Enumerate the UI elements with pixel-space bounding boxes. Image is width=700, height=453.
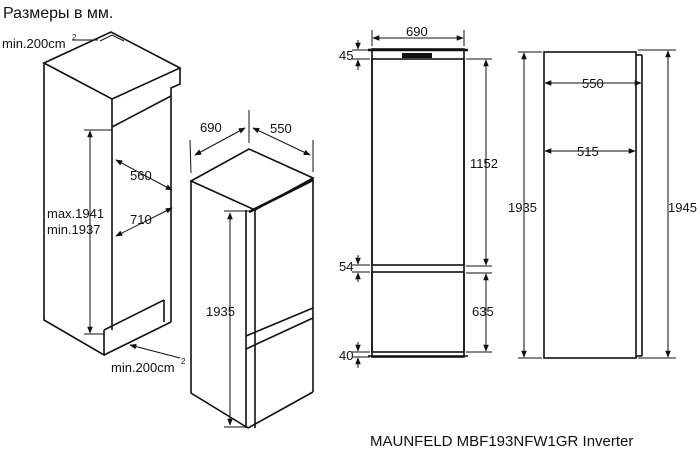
appliance-depth-label: 690 [200,120,222,135]
vent-bottom-sup: 2 [181,357,186,366]
vent-top-label: min.200cm [2,36,66,51]
appliance-width-label: 550 [270,121,292,136]
front-upper-label: 1152 [470,156,498,171]
side-view [543,51,643,359]
drawing-title: Размеры в мм. [3,5,113,22]
front-depth-label: 690 [406,24,428,39]
niche-height-max: max.1941 [47,206,104,221]
vent-bottom-label: min.200cm [111,360,175,375]
front-middle-gap-label: 54 [339,259,353,274]
niche-height-min: min.1937 [47,222,100,237]
appliance-iso [189,148,315,429]
appliance-depth-dim [194,127,246,156]
front-lower-label: 635 [472,304,494,319]
side-outer-width-label: 550 [582,76,604,91]
side-inner-width-label: 515 [577,144,599,159]
side-total-height-label: 1945 [668,200,697,215]
vent-bottom-leader [129,343,181,359]
front-view [368,48,468,358]
hinge-block [402,53,432,58]
niche-depth-dim [115,207,173,237]
front-bottom-gap-label: 40 [339,348,353,363]
niche-cabinet [42,31,182,357]
vent-top-sup: 2 [72,33,77,42]
niche-depth-label: 710 [130,212,152,227]
niche-width-label: 560 [130,168,152,183]
side-body-height-label: 1935 [508,200,537,215]
model-caption: MAUNFELD MBF193NFW1GR Inverter [370,433,633,450]
niche-width-dim [115,159,173,191]
appliance-width-dim [252,127,311,156]
appliance-height-label: 1935 [206,304,235,319]
front-top-gap-label: 45 [339,48,353,63]
